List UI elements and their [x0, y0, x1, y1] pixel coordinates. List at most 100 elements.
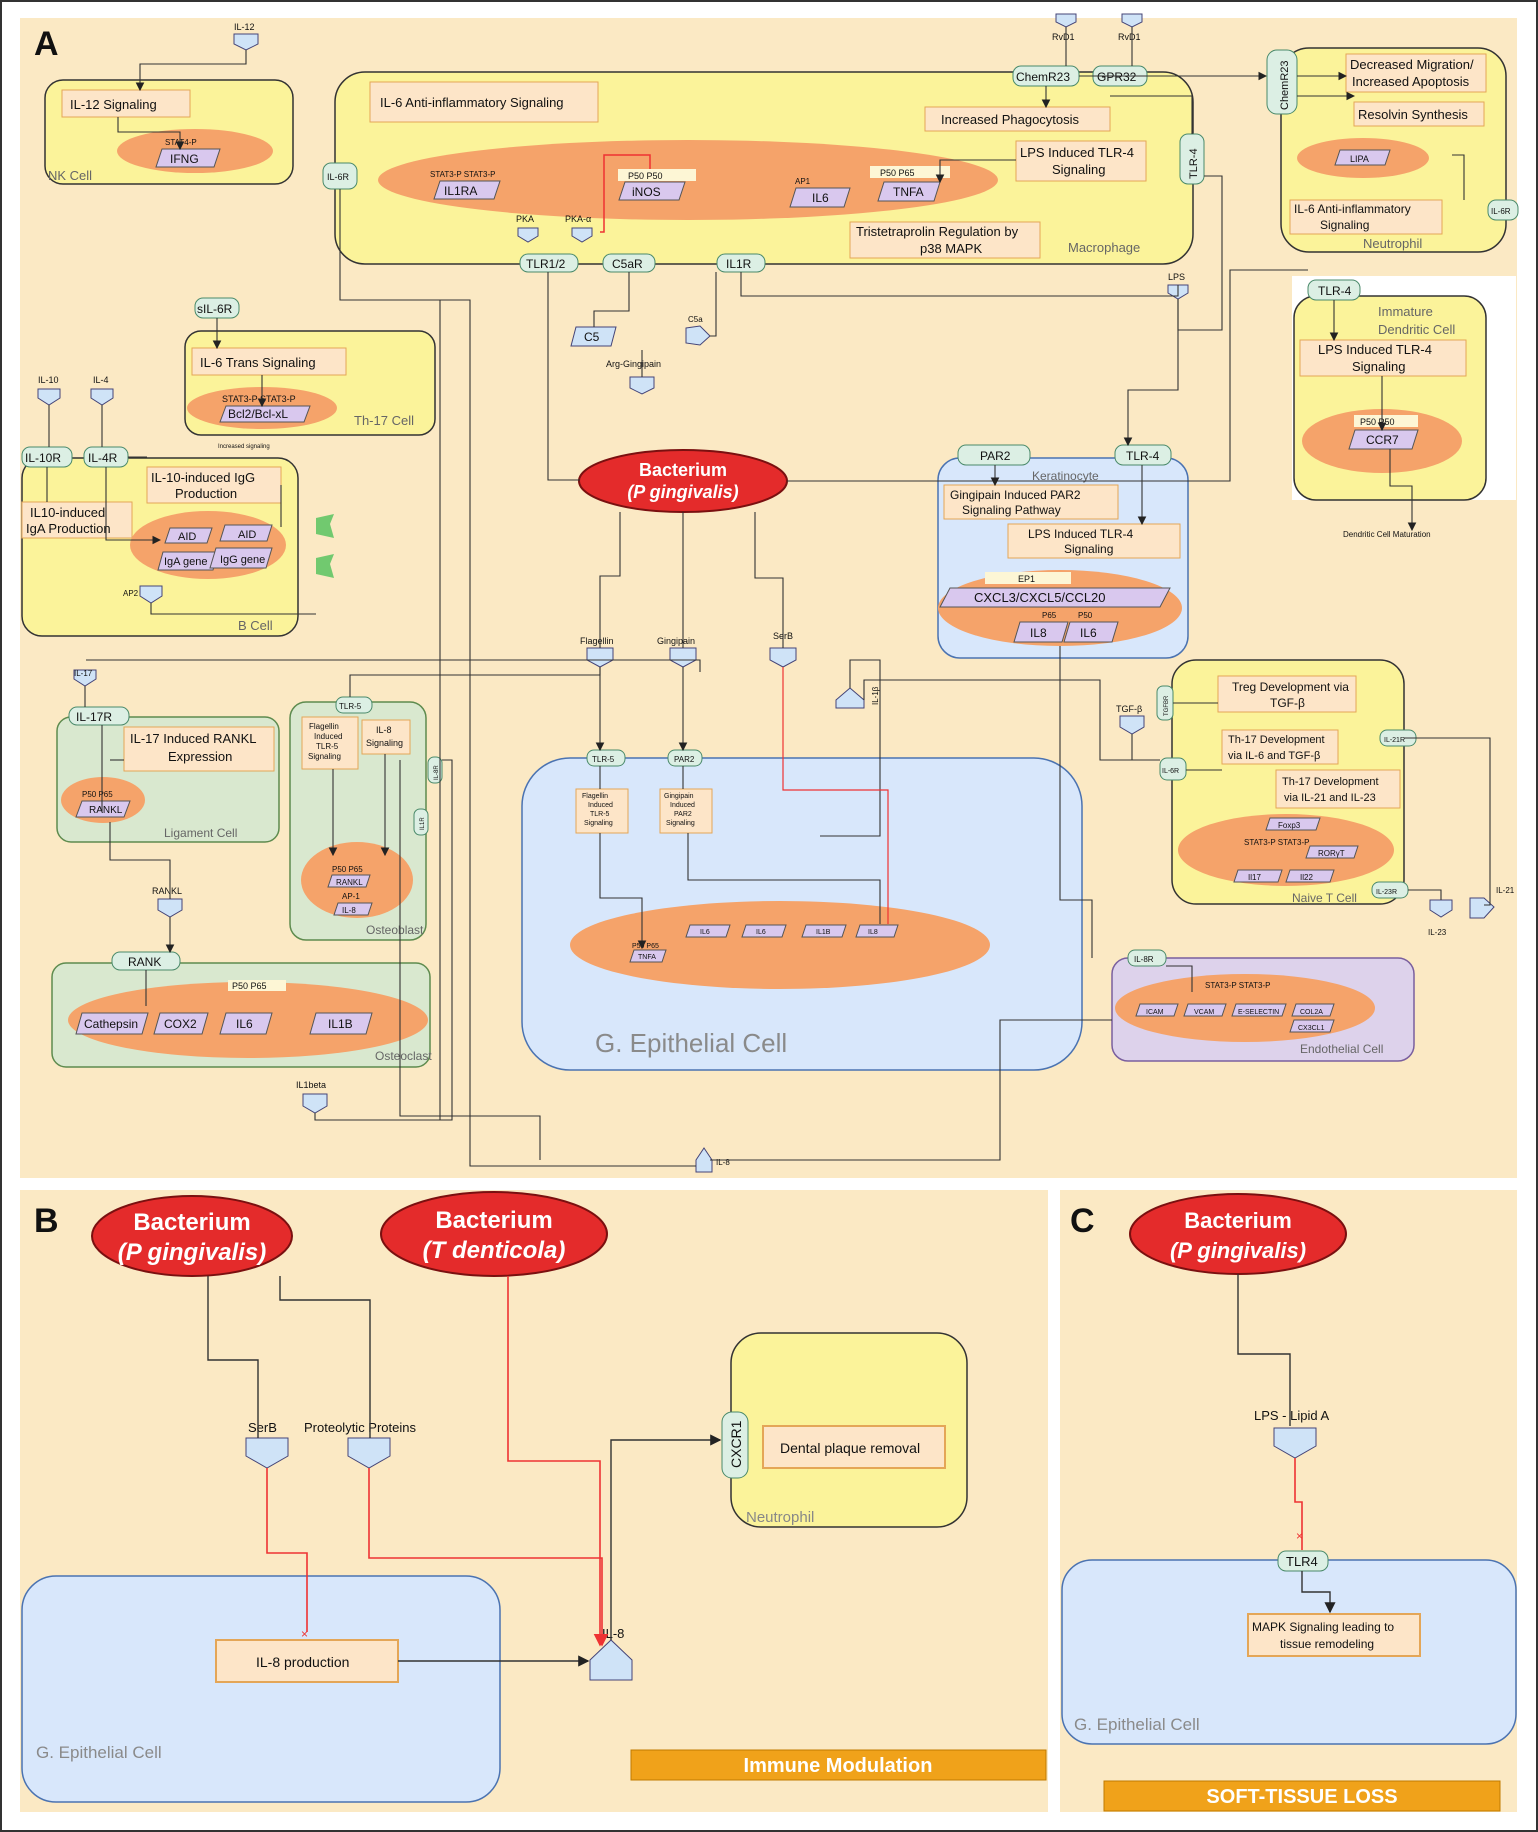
epithelial-b-label: G. Epithelial Cell — [36, 1743, 162, 1762]
lipa-molecule — [1334, 149, 1391, 166]
ap2-ligand — [139, 585, 163, 604]
icam-molecule — [1135, 1003, 1179, 1017]
il6-trans-box — [191, 347, 347, 376]
lps-tlr4-ker-box — [1007, 523, 1181, 559]
mapk-box — [1247, 1613, 1421, 1657]
epithelial-a-nucleus — [570, 901, 990, 989]
serb-red-arrow — [782, 667, 889, 924]
il10-igg-text-1: IL-10-induced IgG — [151, 470, 255, 485]
p50p65-ob-tag: P50 P65 — [332, 865, 363, 874]
flagellin-text: Flagellin — [580, 636, 614, 646]
epi-il1-molecule — [685, 924, 731, 938]
flag-tlr5-text-2: Induced — [314, 732, 342, 741]
proteolytic-label: Proteolytic Proteins — [304, 1420, 416, 1435]
mapk-text-1: MAPK Signaling leading to — [1252, 1620, 1394, 1634]
macrophage-label: Macrophage — [1068, 240, 1140, 255]
p50-ccr7-tag: P50 P50 — [1360, 417, 1395, 427]
epi-flag-text-3: TLR-5 — [590, 811, 610, 818]
c5-ligand — [570, 326, 617, 347]
lps-tlr4-dc-text-2: Signaling — [1352, 359, 1406, 374]
chemr23-text: ChemR23 — [1016, 70, 1070, 84]
ifng-text: IFNG — [170, 152, 199, 166]
il8-ker-molecule — [1013, 621, 1069, 643]
il8-ker-text: IL8 — [1030, 626, 1047, 640]
rorgt-text: RORγT — [1318, 849, 1345, 858]
il8-production-text: IL-8 production — [256, 1654, 349, 1670]
flag-tlr5-text-3: TLR-5 — [316, 742, 339, 751]
immune-modulation-banner — [630, 1749, 1047, 1781]
bcl2-molecule — [219, 405, 311, 423]
epi-il1-text: IL6 — [700, 929, 710, 936]
par2-ker-text: PAR2 — [980, 449, 1011, 463]
tlr5-ob-text: TLR-5 — [339, 702, 362, 711]
il4-text: IL-4 — [93, 375, 109, 385]
endo-1-text: ICAM — [1146, 1009, 1164, 1016]
resolvin-box — [1353, 101, 1485, 127]
il1b-oc-molecule — [309, 1012, 373, 1035]
gingipain-text: Gingipain — [657, 636, 695, 646]
il8-sig-box — [361, 719, 411, 755]
sil6r-text: sIL-6R — [197, 302, 233, 316]
proteolytic-ligand — [347, 1437, 391, 1469]
treg-text-2: TGF-β — [1270, 696, 1305, 710]
th17-note: Increased signaling — [218, 444, 270, 450]
tlr5-ob-receptor — [335, 696, 373, 714]
epithelial-c-label: G. Epithelial Cell — [1074, 1715, 1200, 1734]
tristetra-box — [849, 221, 1041, 259]
neutrophil-b-label: Neutrophil — [746, 1509, 814, 1526]
il17r-text: IL-17R — [76, 710, 112, 724]
pka-a-ligand — [571, 227, 593, 243]
il8-sig-text-2: Signaling — [366, 738, 403, 748]
pka-text: PKA — [516, 214, 534, 224]
c5a-text: C5a — [688, 315, 703, 324]
endo-4-text: COL2A — [1300, 1009, 1323, 1016]
il1b-oc-text: IL1B — [328, 1017, 353, 1031]
ob-il8-molecule — [333, 902, 373, 916]
inos-molecule — [618, 181, 686, 201]
il17-rankl-box — [123, 726, 275, 772]
il6r-neu-receptor — [1487, 199, 1519, 221]
cxcl-molecule — [939, 587, 1171, 608]
c5-text: C5 — [584, 330, 600, 344]
il8-production-box — [215, 1639, 399, 1683]
panel-a-connectors — [46, 27, 1491, 1167]
lps-lipid-a-text: LPS - Lipid A — [1254, 1408, 1329, 1423]
stat-t-tag: STAT3-P STAT3-P — [1244, 838, 1310, 847]
dec-mig-text-2: Increased Apoptosis — [1352, 74, 1470, 89]
p50p65-rankl-tag: P50 P65 — [82, 790, 113, 799]
il8-bottom-text: IL-8 — [716, 1158, 730, 1167]
il12-ligand — [233, 33, 259, 51]
aid1-molecule — [164, 527, 213, 544]
e-selectin-molecule — [1231, 1003, 1287, 1017]
panel-b-label: B — [34, 1202, 59, 1240]
tlr12-text: TLR1/2 — [526, 257, 566, 271]
bcl2-text: Bcl2/Bcl-xL — [228, 407, 288, 421]
cxcr1-receptor — [721, 1411, 749, 1479]
tlr4-c-text: TLR4 — [1286, 1554, 1318, 1569]
rankl-ligand — [157, 898, 183, 918]
ccr7-molecule — [1348, 429, 1419, 450]
cox2-text: COX2 — [164, 1017, 197, 1031]
lipa-text: LIPA — [1350, 154, 1369, 164]
th17-il21-box — [1275, 769, 1401, 809]
neutrophil-label: Neutrophil — [1363, 236, 1422, 251]
il1beta-ligand — [302, 1093, 328, 1114]
immune-modulation-text: Immune Modulation — [744, 1755, 933, 1777]
rvd1b-text: RvD1 — [1118, 32, 1141, 42]
bacterium-a-line1: Bacterium — [639, 460, 727, 480]
il10-iga-box — [21, 501, 133, 539]
tlr4-ker-receptor — [1114, 444, 1172, 466]
tristetra-text-2: p38 MAPK — [920, 241, 982, 256]
treg-box — [1217, 675, 1357, 713]
b-cell-label: B Cell — [238, 618, 273, 633]
tgfbr-text: TGFBR — [1164, 695, 1170, 716]
osteoblast-label: Osteoblast — [366, 923, 424, 937]
il10r-text: IL-10R — [25, 451, 61, 465]
ob-mol2-text: IL-8 — [342, 906, 356, 915]
col2a-molecule — [1291, 1003, 1335, 1017]
flag-tlr5-box — [301, 716, 359, 770]
tnfa-tag-box — [870, 166, 950, 178]
iga-text: IgA gene — [164, 556, 207, 568]
c5ar-text: C5aR — [612, 257, 643, 271]
